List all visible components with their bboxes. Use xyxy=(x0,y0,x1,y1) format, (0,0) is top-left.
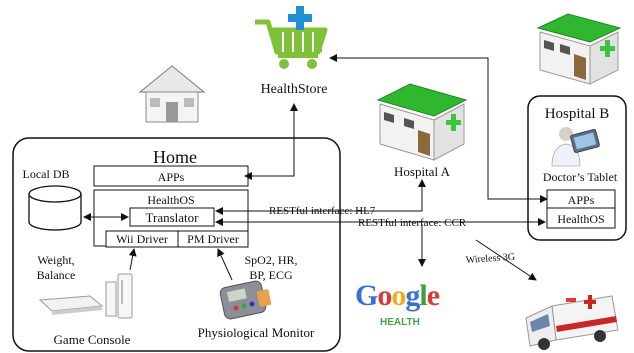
google-health-wordmark: Google xyxy=(355,279,440,312)
hospital-b-apps-label: APPs xyxy=(568,193,595,207)
weight-label-1: Weight, xyxy=(37,253,74,267)
connector-monitor-driver xyxy=(217,248,233,281)
game-console-label: Game Console xyxy=(54,332,131,347)
hospital-a-building-icon xyxy=(376,83,468,161)
physiological-monitor-icon xyxy=(219,280,272,320)
translator-label: Translator xyxy=(146,210,200,225)
spo2-label-1: SpO2, HR, xyxy=(244,253,297,267)
doctor-tablet-label: Doctor’s Tablet xyxy=(543,170,618,184)
hospital-a-label: Hospital A xyxy=(394,164,451,179)
home-container xyxy=(12,137,341,352)
local-db-label: Local DB xyxy=(23,167,70,181)
pm-driver-box xyxy=(177,230,249,248)
spo2-label-2: BP, ECG xyxy=(249,268,293,282)
google-health-sub: HEALTH xyxy=(380,317,420,328)
healthstore-label: HealthStore xyxy=(261,82,328,97)
home-apps-label: APPs xyxy=(158,170,185,184)
home-title: Home xyxy=(153,147,197,167)
physiological-monitor-label: Physiological Monitor xyxy=(198,325,315,340)
connector-hospitalb-healthstore xyxy=(329,54,548,203)
weight-label-2: Balance xyxy=(37,268,76,282)
rest-ccr-label: RESTful interface: CCR xyxy=(358,217,467,229)
pm-driver-label: PM Driver xyxy=(187,232,239,246)
hospital-b-healthos-box xyxy=(546,207,616,229)
home-healthos-label: HealthOS xyxy=(147,193,194,207)
connector-home-healthstore xyxy=(244,103,298,180)
doctor-tablet-icon xyxy=(551,127,600,167)
hospital-b-building-icon xyxy=(536,13,622,85)
hospital-b-title: Hospital B xyxy=(545,106,610,122)
connector-console-driver xyxy=(128,248,137,271)
healthstore-cart-icon xyxy=(255,6,328,69)
google-health-logo: Google HEALTH xyxy=(355,279,441,328)
translator-box xyxy=(129,207,215,227)
ambulance-icon xyxy=(525,295,619,350)
database-cylinder-icon xyxy=(28,185,82,231)
wii-driver-label: Wii Driver xyxy=(116,232,168,246)
game-console-icon xyxy=(38,273,133,319)
connector-translator-hospitala xyxy=(215,179,426,215)
rest-hl7-label: RESTful interface: HL7 xyxy=(269,205,376,217)
house-icon xyxy=(138,65,206,123)
wireless-label: Wireless 3G xyxy=(465,252,515,266)
connector-wireless xyxy=(475,239,537,281)
hospital-b-healthos-label: HealthOS xyxy=(557,212,604,226)
